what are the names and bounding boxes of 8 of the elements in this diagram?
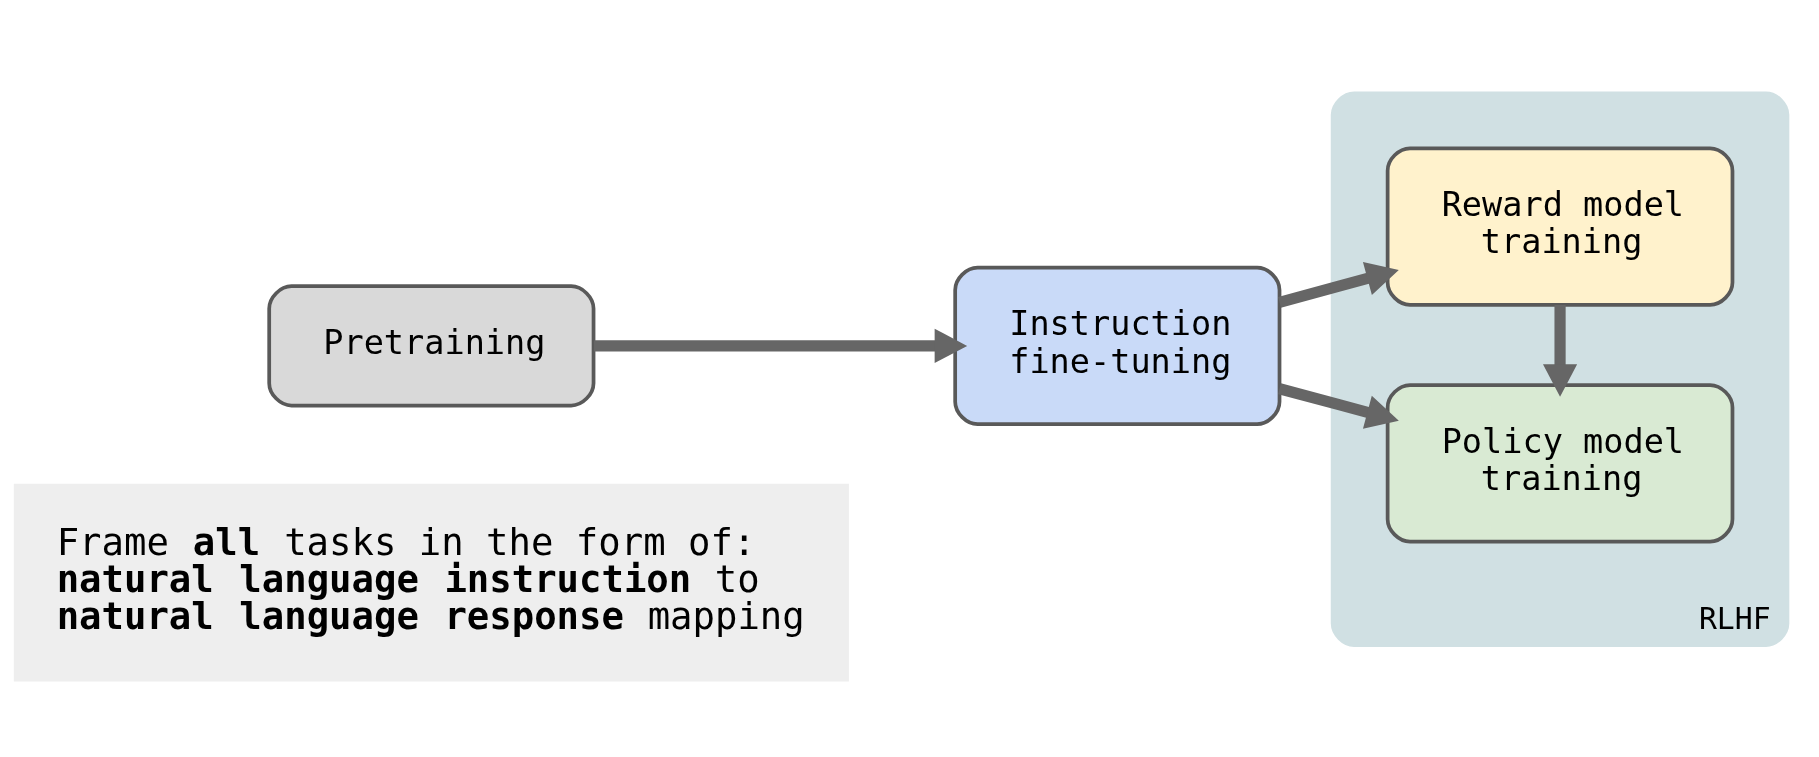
arrow xyxy=(1278,261,1399,308)
arrow xyxy=(1542,305,1578,397)
node-box: Policy model training xyxy=(1385,383,1735,544)
arrow xyxy=(1278,383,1399,429)
node-box: Pretraining xyxy=(267,284,596,408)
arrow xyxy=(594,328,968,363)
node-box: Reward model training xyxy=(1385,146,1735,307)
node-box: Instruction fine-tuning xyxy=(953,265,1282,427)
